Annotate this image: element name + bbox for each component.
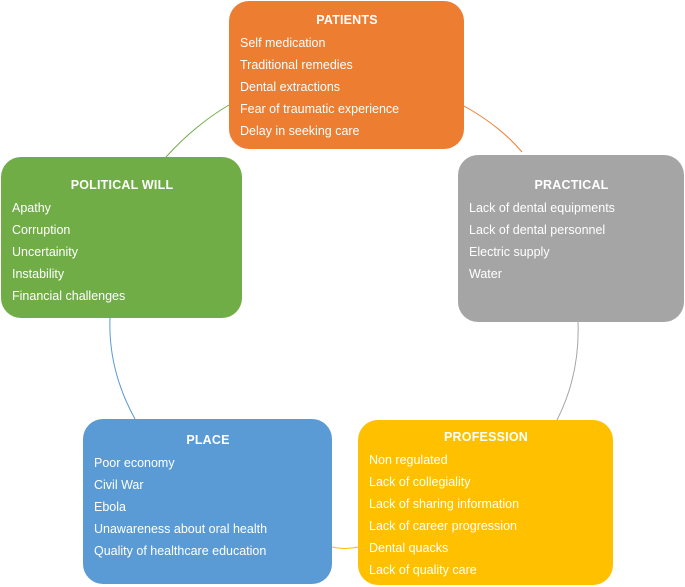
list-item: Electric supply — [469, 245, 550, 259]
list-item: Dental quacks — [369, 541, 449, 555]
list-item: Self medication — [240, 36, 326, 50]
practical-list: Lack of dental equipments Lack of dental… — [469, 197, 674, 285]
list-item: Poor economy — [94, 456, 175, 470]
list-item: Financial challenges — [12, 289, 126, 303]
list-item: Traditional remedies — [240, 58, 353, 72]
place-box: PLACE Poor economy Civil War Ebola Unawa… — [83, 419, 332, 584]
political-will-title: POLITICAL WILL — [70, 178, 174, 192]
practical-box: PRACTICAL Lack of dental equipments Lack… — [458, 155, 684, 322]
list-item: Lack of dental personnel — [469, 223, 606, 237]
list-item: Dental extractions — [240, 80, 341, 94]
list-item: Unawareness about oral health — [94, 522, 268, 536]
list-item: Lack of dental equipments — [469, 201, 615, 215]
list-item: Water — [469, 267, 502, 281]
profession-list: Non regulated Lack of collegiality Lack … — [369, 449, 603, 581]
profession-box: PROFESSION Non regulated Lack of collegi… — [358, 420, 613, 585]
political-will-box: POLITICAL WILL Apathy Corruption Uncerta… — [1, 157, 242, 318]
connector-place-political — [109, 317, 136, 420]
practical-title: PRACTICAL — [534, 178, 609, 192]
connector-practical-profession — [556, 321, 579, 421]
profession-title: PROFESSION — [444, 430, 528, 444]
list-item: Instability — [12, 267, 65, 281]
political-will-list: Apathy Corruption Uncertainity Instabili… — [12, 197, 232, 307]
connector-political-patients — [165, 104, 230, 158]
list-item: Lack of career progression — [369, 519, 517, 533]
patients-list: Self medication Traditional remedies Den… — [240, 32, 454, 142]
list-item: Uncertainity — [12, 245, 78, 259]
list-item: Non regulated — [369, 453, 448, 467]
list-item: Quality of healthcare education — [94, 544, 267, 558]
connector-profession-place — [331, 546, 359, 549]
place-list: Poor economy Civil War Ebola Unawareness… — [94, 452, 322, 562]
place-title: PLACE — [186, 433, 230, 447]
list-item: Lack of quality care — [369, 563, 477, 577]
list-item: Lack of collegiality — [369, 475, 471, 489]
list-item: Lack of sharing information — [369, 497, 520, 511]
list-item: Fear of traumatic experience — [240, 102, 400, 116]
connector-patients-practical — [463, 105, 523, 153]
patients-box: PATIENTS Self medication Traditional rem… — [229, 1, 464, 149]
list-item: Corruption — [12, 223, 71, 237]
list-item: Delay in seeking care — [240, 124, 360, 138]
list-item: Ebola — [94, 500, 126, 514]
patients-title: PATIENTS — [316, 13, 378, 27]
list-item: Apathy — [12, 201, 51, 215]
list-item: Civil War — [94, 478, 144, 492]
